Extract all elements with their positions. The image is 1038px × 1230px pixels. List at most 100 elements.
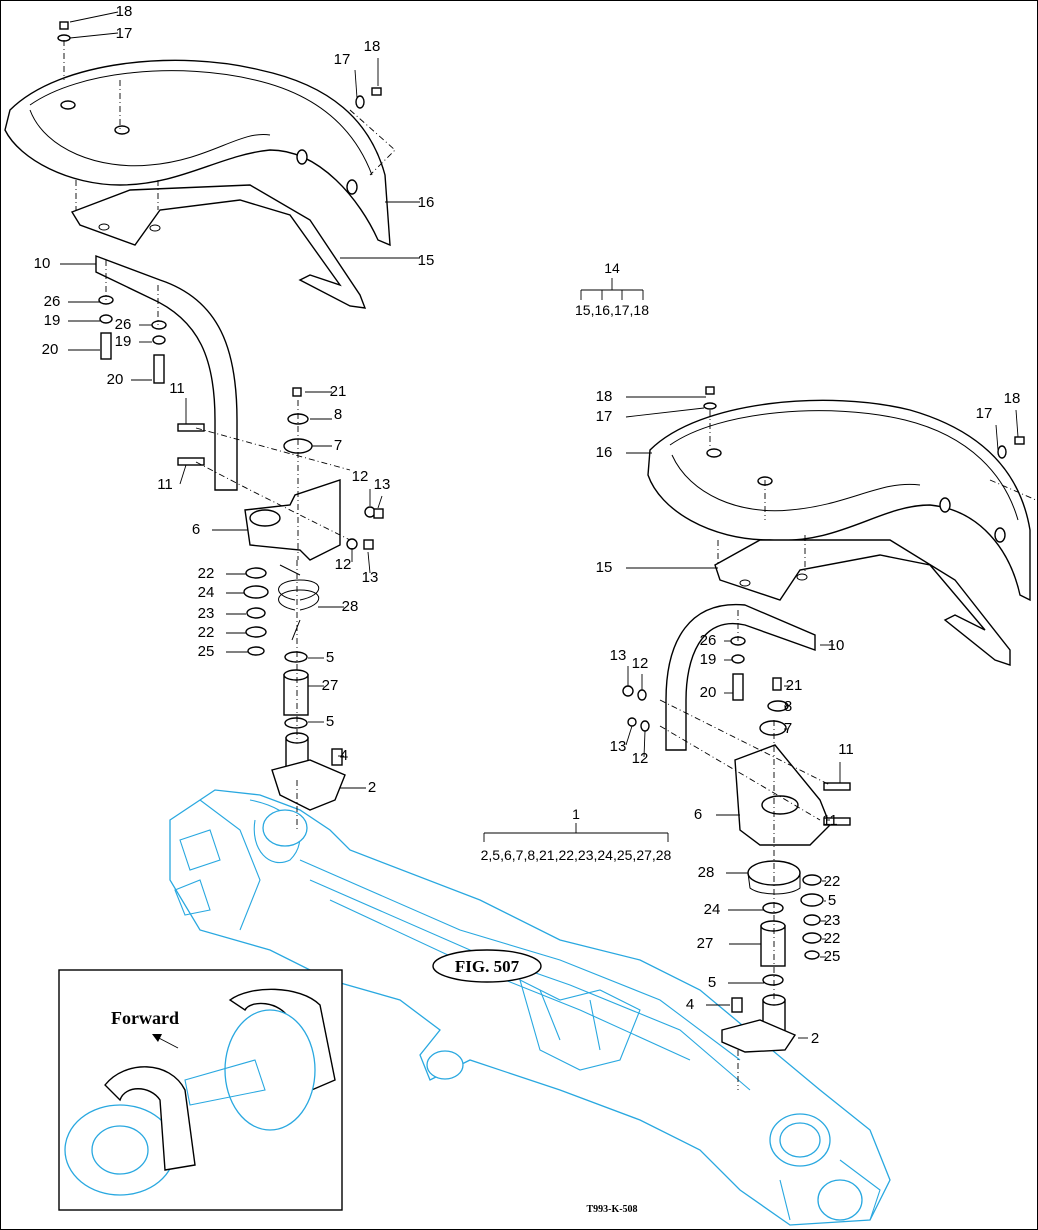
callout-leader-13 [377,495,383,509]
callout-16: 16 [596,444,613,461]
callout-2: 2 [368,779,376,796]
right-fender-assembly [622,386,1037,1090]
callout-23: 23 [198,605,215,622]
callout-26: 26 [44,293,61,310]
callout-17: 17 [334,51,351,68]
callout-20: 20 [42,341,59,358]
fig-label-oval [432,949,542,983]
callout-leader-18 [69,11,119,23]
callout-8: 8 [334,406,342,423]
callout-4: 4 [340,747,348,764]
forward-label: Forward [111,1008,179,1028]
bolt-11-a [177,423,205,432]
callout-5: 5 [828,892,836,909]
callout-12: 12 [352,468,369,485]
callout-25: 25 [198,643,215,660]
callout-6: 6 [694,806,702,823]
callout-leader-12 [643,730,646,758]
callout-20: 20 [700,684,717,701]
group-1-number: 1 [572,806,580,822]
callout-leader-17 [69,32,119,39]
callout-leader-13 [367,551,371,574]
callout-28: 28 [342,598,359,615]
callout-18: 18 [364,38,381,55]
callout-12: 12 [632,655,649,672]
callout-22: 22 [198,565,215,582]
callout-17: 17 [596,408,613,425]
callout-18: 18 [1004,390,1021,407]
callout-11: 11 [169,380,185,397]
left-pivot-bracket [244,479,341,561]
callout-13: 13 [610,647,627,664]
left-fender-panel [4,59,391,247]
callout-23: 23 [824,912,841,929]
callout-5: 5 [326,649,334,666]
left-fender-support [95,254,238,491]
callout-22: 22 [198,624,215,641]
callout-17: 17 [116,25,133,42]
callout-7: 7 [334,437,342,454]
callout-24: 24 [198,584,215,601]
callout-leader-11 [179,464,187,485]
callout-22: 22 [824,873,841,890]
callout-leader-17 [625,407,705,418]
drawing-code: T993-K-508 [586,1204,637,1215]
callout-16: 16 [418,194,435,211]
callout-12: 12 [335,556,352,573]
callout-4: 4 [686,996,694,1013]
group-bracket-1 [483,823,669,842]
callout-21: 21 [330,383,347,400]
right-fender-bracket [714,539,1011,666]
callout-21: 21 [786,677,803,694]
callout-12: 12 [632,750,649,767]
callout-5: 5 [708,974,716,991]
forward-orientation-inset [58,969,343,1211]
callout-18: 18 [596,388,613,405]
right-fender-support [665,603,816,751]
callout-18: 18 [116,3,133,20]
fig-label: FIG. 507 [455,957,520,976]
callout-27: 27 [697,935,714,952]
callout-11: 11 [838,741,854,758]
callout-5: 5 [326,713,334,730]
callout-25: 25 [824,948,841,965]
callout-19: 19 [115,333,132,350]
callout-15: 15 [596,559,613,576]
callout-19: 19 [44,312,61,329]
callout-leader-18 [1015,409,1019,438]
callout-leader-17 [354,69,358,99]
right-fender-panel [647,399,1031,602]
callout-13: 13 [610,738,627,755]
callout-22: 22 [824,930,841,947]
rear-axle-housing [169,789,891,1226]
group-1-members: 2,5,6,7,8,21,22,23,24,25,27,28 [481,847,672,863]
right-pivot-base [721,1019,797,1053]
callout-2: 2 [811,1030,819,1047]
bolt-11-b [177,457,205,466]
callout-11: 11 [822,812,838,829]
callout-11: 11 [157,476,173,493]
callout-17: 17 [976,405,993,422]
callout-27: 27 [322,677,339,694]
group-bracket-14 [580,278,644,300]
callout-8: 8 [784,698,792,715]
group-14-members: 15,16,17,18 [575,302,649,318]
callout-leader-13 [625,725,633,746]
callout-10: 10 [34,255,51,272]
callout-26: 26 [700,632,717,649]
left-fender-assembly [4,21,396,830]
callout-13: 13 [374,476,391,493]
right-pivot-bracket [734,744,831,846]
callout-leader-17 [995,424,999,451]
left-pivot-base [271,759,346,811]
left-fender-bracket [70,184,367,309]
callout-26: 26 [115,316,132,333]
callout-20: 20 [107,371,124,388]
callout-10: 10 [828,637,845,654]
callout-13: 13 [362,569,379,586]
callout-19: 19 [700,651,717,668]
callout-7: 7 [784,720,792,737]
